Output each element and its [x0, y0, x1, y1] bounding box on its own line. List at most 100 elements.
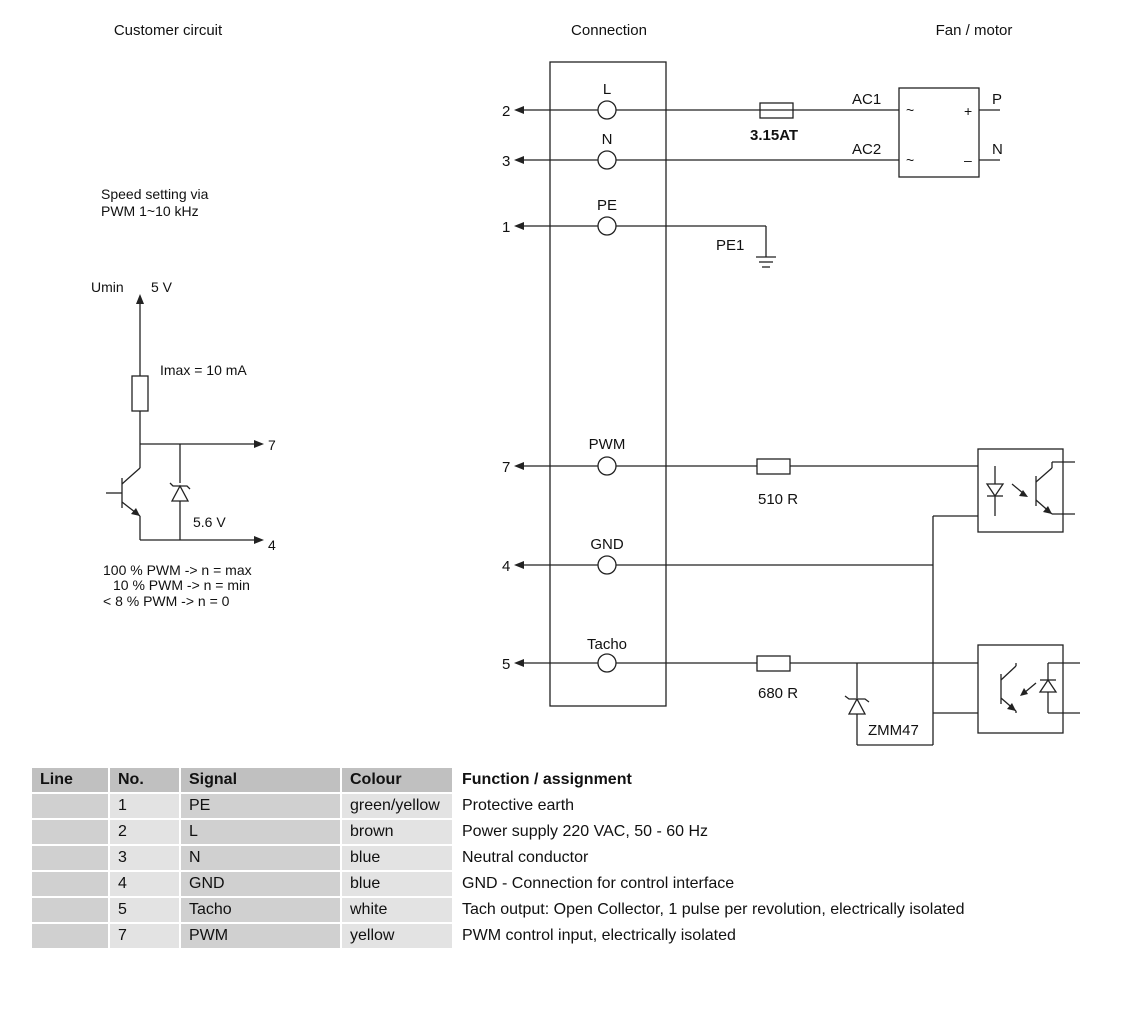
output-n-label: N: [992, 141, 1003, 158]
cell-function: Neutral conductor: [453, 845, 1024, 872]
col-signal: Signal: [180, 768, 342, 794]
ac2-label: AC2: [852, 141, 881, 158]
pin-label: N: [602, 131, 613, 148]
pin-1-pe: 1 PE: [502, 197, 617, 236]
header-connection: Connection: [571, 22, 647, 39]
pin-7-pwm: 7 PWM: [502, 436, 625, 476]
header-fan-motor: Fan / motor: [936, 22, 1013, 39]
customer-circuit: Speed setting via PWM 1~10 kHz Umin 5 V …: [91, 186, 276, 609]
cell-no: 5: [109, 897, 181, 924]
resistor-symbol: [131, 375, 149, 412]
col-colour: Colour: [341, 768, 454, 794]
cell-no: 1: [109, 793, 181, 820]
wiring-diagram: Customer circuit Connection Fan / motor …: [91, 22, 1080, 746]
pin-label: Tacho: [587, 636, 627, 653]
terminal-circle: [597, 150, 617, 170]
zener-diode-symbol: [169, 444, 191, 540]
zmm47-label: ZMM47: [868, 722, 919, 739]
note-zero-speed: < 8 % PWM -> n = 0: [103, 593, 230, 609]
pin-assignment-table: Line No. Signal Colour Function / assign…: [32, 768, 1024, 950]
terminal-circle: [597, 216, 617, 236]
output-7-label: 7: [268, 437, 276, 453]
pin-label: GND: [590, 536, 624, 553]
note-min-speed: 10 % PWM -> n = min: [113, 577, 250, 593]
table-row: 2 L brown Power supply 220 VAC, 50 - 60 …: [32, 819, 1024, 846]
cell-colour: white: [341, 897, 454, 924]
resistor-680-label: 680 R: [758, 685, 798, 702]
table-row: 1 PE green/yellow Protective earth: [32, 793, 1024, 820]
ac-tilde-bottom: ~: [906, 152, 914, 168]
cell-signal: N: [180, 845, 342, 872]
table-row: 5 Tacho white Tach output: Open Collecto…: [32, 897, 1024, 924]
pin-number: 7: [502, 459, 510, 476]
pin-label: L: [603, 81, 611, 98]
cell-line: [32, 871, 110, 898]
note-max-speed: 100 % PWM -> n = max: [103, 562, 252, 578]
table-row: 7 PWM yellow PWM control input, electric…: [32, 923, 1024, 950]
pin-number: 4: [502, 558, 510, 575]
cell-colour: yellow: [341, 923, 454, 950]
resistor-510-symbol: [756, 458, 791, 475]
optocoupler-pwm-symbol: [977, 448, 1075, 533]
col-no: No.: [109, 768, 181, 794]
cell-colour: brown: [341, 819, 454, 846]
ac1-label: AC1: [852, 91, 881, 108]
pin-number: 5: [502, 656, 510, 673]
cell-function: Tach output: Open Collector, 1 pulse per…: [453, 897, 1024, 924]
pin-3-n: 3 N: [502, 131, 617, 170]
cell-signal: Tacho: [180, 897, 342, 924]
cell-no: 7: [109, 923, 181, 950]
cell-signal: GND: [180, 871, 342, 898]
fuse-rating-label: 3.15AT: [750, 127, 798, 144]
transistor-symbol: [106, 444, 141, 540]
cell-signal: L: [180, 819, 342, 846]
pin-2-l: 2 L: [502, 81, 617, 120]
cell-function: PWM control input, electrically isolated: [453, 923, 1024, 950]
cell-colour: green/yellow: [341, 793, 454, 820]
resistor-680-symbol: [756, 655, 791, 672]
cell-signal: PE: [180, 793, 342, 820]
cell-function: Protective earth: [453, 793, 1024, 820]
cell-line: [32, 819, 110, 846]
pin-number: 1: [502, 219, 510, 236]
optocoupler-tacho-symbol: [977, 644, 1080, 734]
output-4-label: 4: [268, 537, 276, 553]
cell-signal: PWM: [180, 923, 342, 950]
col-line: Line: [32, 768, 110, 794]
imax-label: Imax = 10 mA: [160, 362, 247, 378]
zmm47-zener-symbol: [844, 663, 933, 746]
minus-sign: –: [964, 152, 972, 168]
supply-arrow-icon: [136, 294, 144, 304]
supply-voltage-label: 5 V: [151, 279, 173, 295]
table-header-row: Line No. Signal Colour Function / assign…: [32, 768, 1024, 794]
cell-no: 4: [109, 871, 181, 898]
control-section: 510 R 680 R ZMM47: [616, 448, 1080, 746]
cell-colour: blue: [341, 845, 454, 872]
pin-4-gnd: 4 GND: [502, 536, 624, 575]
cell-no: 3: [109, 845, 181, 872]
rectifier-box: [898, 87, 980, 178]
header-customer-circuit: Customer circuit: [114, 22, 223, 39]
terminal-circle: [597, 555, 617, 575]
output-4-arrow-icon: [254, 536, 264, 544]
power-section: 3.15AT AC1 AC2 PE1 ~ ~ + – P N: [616, 87, 1003, 268]
pwm-frequency-label: PWM 1~10 kHz: [101, 203, 199, 219]
table-row: 3 N blue Neutral conductor: [32, 845, 1024, 872]
cell-function: Power supply 220 VAC, 50 - 60 Hz: [453, 819, 1024, 846]
terminal-circle: [597, 653, 617, 673]
resistor-510-label: 510 R: [758, 491, 798, 508]
cell-function: GND - Connection for control interface: [453, 871, 1024, 898]
terminal-circle: [597, 100, 617, 120]
output-p-label: P: [992, 91, 1002, 108]
plus-sign: +: [964, 103, 972, 119]
output-7-arrow-icon: [254, 440, 264, 448]
cell-line: [32, 793, 110, 820]
pin-number: 2: [502, 103, 510, 120]
col-function: Function / assignment: [453, 768, 1024, 794]
pin-5-tacho: 5 Tacho: [502, 636, 627, 673]
pe1-label: PE1: [716, 237, 744, 254]
cell-no: 2: [109, 819, 181, 846]
pin-label: PWM: [589, 436, 626, 453]
ac-tilde-top: ~: [906, 102, 914, 118]
cell-line: [32, 845, 110, 872]
